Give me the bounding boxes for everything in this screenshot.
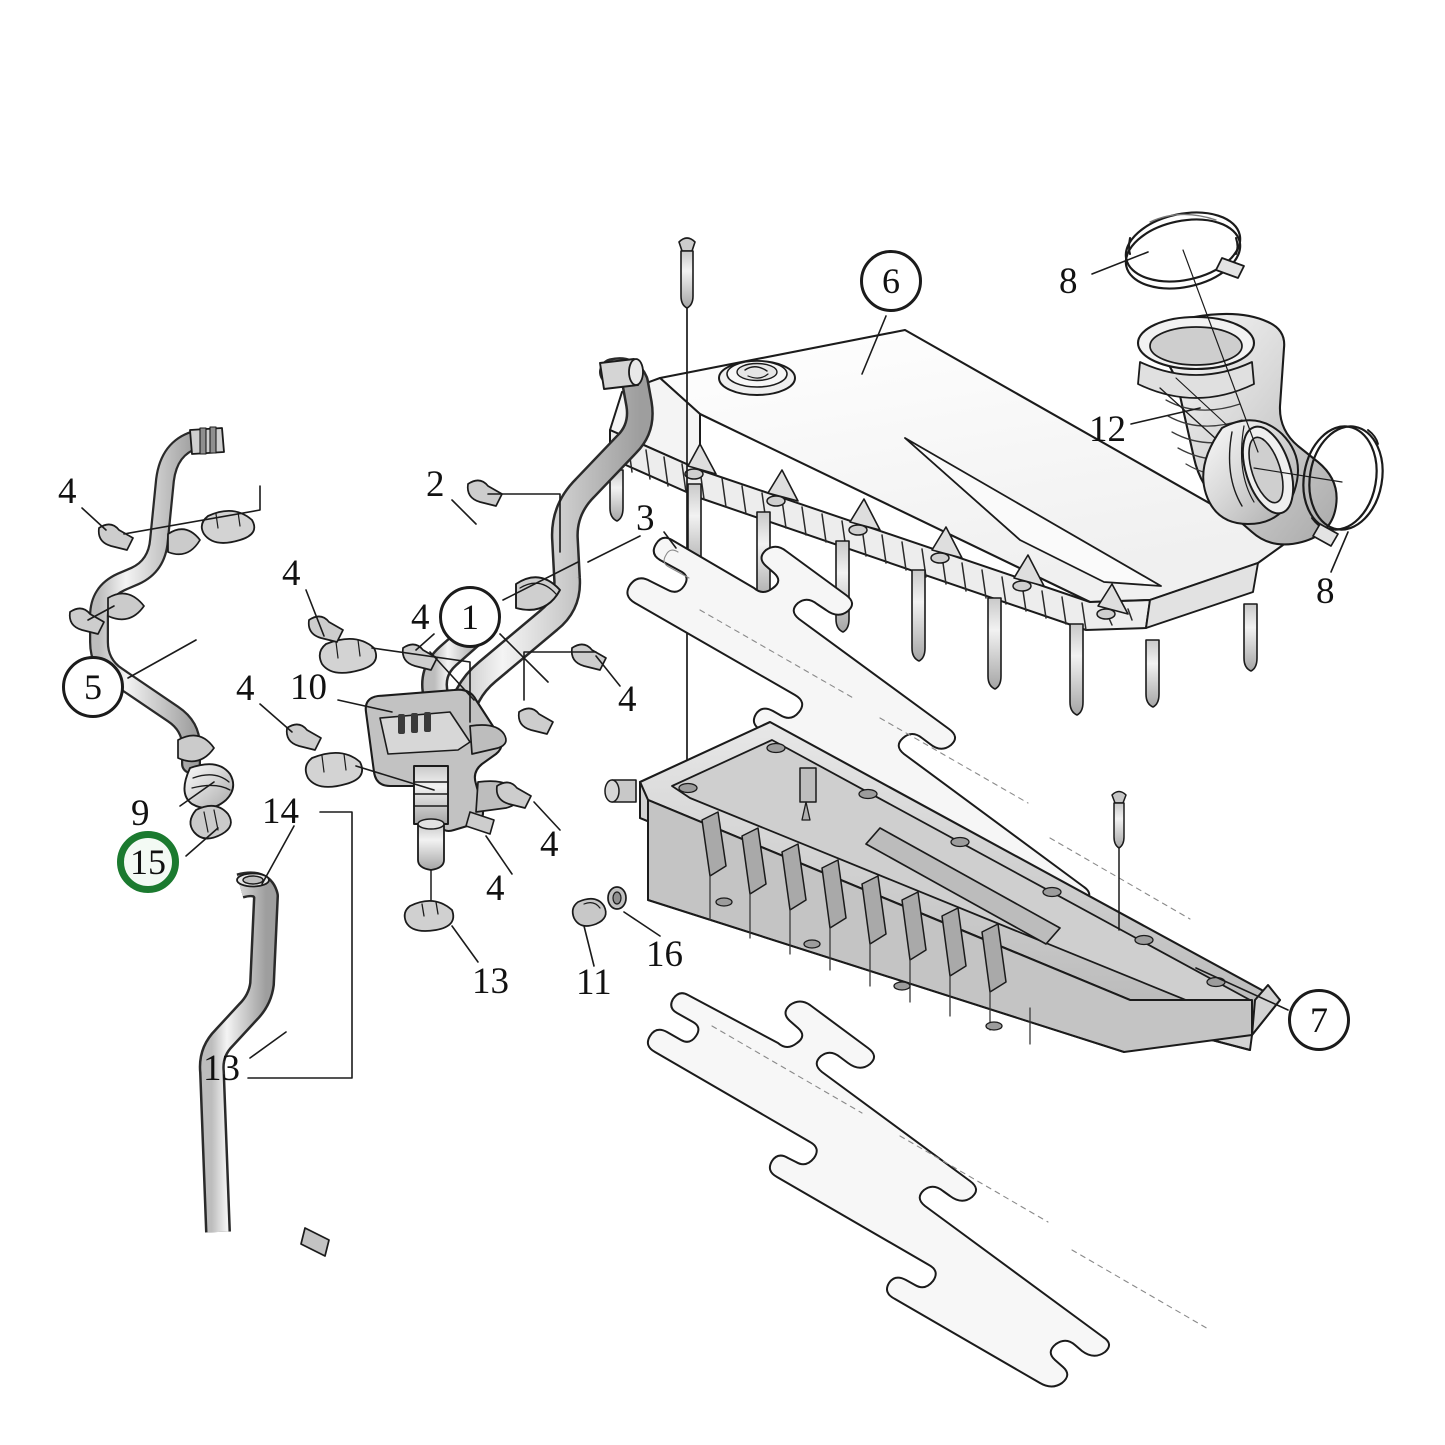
callout-label-4[interactable]: 4 xyxy=(236,668,255,709)
oil-pan-part-7 xyxy=(604,720,1282,1053)
dipstick-tube-part-13 xyxy=(198,871,330,1257)
callout-circle-5[interactable]: 5 xyxy=(62,656,124,718)
vent-tube-assembly-part-5 xyxy=(89,426,225,774)
callout-label-2[interactable]: 2 xyxy=(426,464,445,505)
callout-circle-1[interactable]: 1 xyxy=(439,586,501,648)
clamp-ring-part-8-lower xyxy=(1302,425,1384,547)
bolts-and-clamps-part-4 xyxy=(68,510,607,809)
callout-label-8[interactable]: 8 xyxy=(1059,261,1078,302)
oil-pan-gasket-part-16 xyxy=(646,992,1211,1388)
plug-part-11 xyxy=(571,897,607,927)
callout-label-16[interactable]: 16 xyxy=(646,934,683,975)
callout-label-11[interactable]: 11 xyxy=(576,962,612,1003)
callout-label-4[interactable]: 4 xyxy=(618,679,637,720)
callout-label-4[interactable]: 4 xyxy=(282,553,301,594)
dipstick-retainer-part-13b xyxy=(403,900,455,932)
callout-label-13[interactable]: 13 xyxy=(203,1048,240,1089)
callout-label-14[interactable]: 14 xyxy=(262,791,299,832)
callout-label-8[interactable]: 8 xyxy=(1316,571,1335,612)
air-intake-elbow-part-12 xyxy=(1136,312,1338,546)
callout-label-4[interactable]: 4 xyxy=(540,824,559,865)
valve-cover-part-6 xyxy=(609,237,1285,837)
callout-label-3[interactable]: 3 xyxy=(636,498,655,539)
oil-filler-bracket-part-10 xyxy=(364,688,519,913)
callout-circle-7[interactable]: 7 xyxy=(1288,989,1350,1051)
callout-label-12[interactable]: 12 xyxy=(1089,409,1126,450)
callout-circle-6[interactable]: 6 xyxy=(860,250,922,312)
hose-bolt-part-2 xyxy=(466,479,503,507)
callout-label-9[interactable]: 9 xyxy=(131,793,150,834)
callout-label-4[interactable]: 4 xyxy=(486,868,505,909)
callout-label-4[interactable]: 4 xyxy=(411,597,430,638)
callout-label-4[interactable]: 4 xyxy=(58,471,77,512)
callout-circle-15[interactable]: 15 xyxy=(117,831,179,893)
connector-fitting-part-15 xyxy=(189,804,232,840)
callout-label-10[interactable]: 10 xyxy=(290,667,327,708)
callout-label-13[interactable]: 13 xyxy=(472,961,509,1002)
clamp-ring-part-8-upper xyxy=(1124,211,1245,290)
seal-part-16-small xyxy=(607,886,627,910)
